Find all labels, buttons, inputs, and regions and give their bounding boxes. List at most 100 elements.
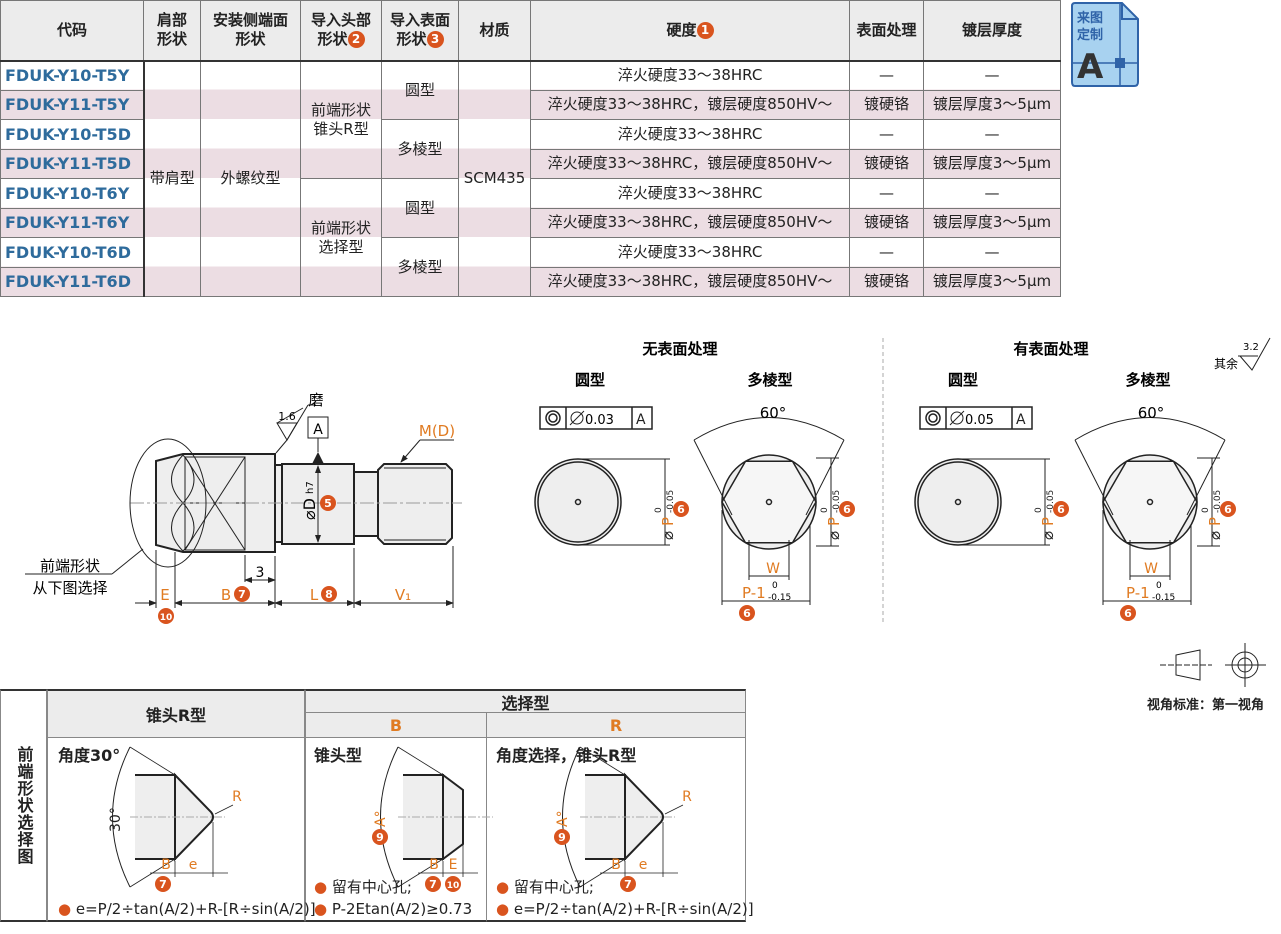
svg-text:⌀: ⌀ bbox=[1039, 531, 1057, 540]
runout-frame bbox=[539, 406, 653, 430]
selection-side-title: 前端形状选择图 bbox=[0, 689, 47, 922]
hardness-cell: 淬火硬度33～38HRC bbox=[530, 178, 850, 209]
dim-B: B bbox=[221, 586, 231, 604]
note-badge: 3 bbox=[426, 31, 444, 49]
rest-roughness-label: 其余 bbox=[1214, 356, 1238, 371]
p1-label: P-1 bbox=[1126, 584, 1150, 602]
badge-letter: A bbox=[1077, 47, 1104, 87]
dim-B-label: B bbox=[611, 857, 621, 873]
plating-cell: 镀层厚度3～5μm bbox=[923, 266, 1061, 297]
surface-cell: 多棱型 bbox=[381, 237, 459, 297]
front-shape-note: 前端形状 bbox=[40, 557, 100, 575]
svg-text:8: 8 bbox=[325, 588, 333, 601]
p-label: P bbox=[825, 517, 843, 526]
svg-text:6: 6 bbox=[1124, 607, 1132, 620]
svg-text:⌀: ⌀ bbox=[825, 531, 843, 540]
runout-tolerance: 0.05 bbox=[965, 413, 994, 428]
plating-cell: — bbox=[923, 237, 1061, 268]
header-material: 材质 bbox=[458, 0, 531, 62]
hardness-cell: 淬火硬度33～38HRC，镀层硬度850HV～ bbox=[530, 89, 850, 120]
dim-e-label: e bbox=[639, 857, 648, 873]
center-hole-note: 留有中心孔; bbox=[513, 878, 594, 896]
svg-text:7: 7 bbox=[238, 588, 246, 601]
p-label: P bbox=[1039, 517, 1057, 526]
custom-drawing-badge[interactable]: 来图 定制 A bbox=[1070, 2, 1142, 88]
code-cell[interactable]: FDUK-Y11-T5Y bbox=[0, 89, 145, 120]
svg-text:-0.05: -0.05 bbox=[832, 490, 842, 513]
plating-cell: 镀层厚度3～5μm bbox=[923, 148, 1061, 179]
treatment-cell: 镀硬铬 bbox=[849, 266, 924, 297]
badge-text: 来图 bbox=[1076, 10, 1103, 26]
code-cell[interactable]: FDUK-Y10-T5D bbox=[0, 119, 145, 150]
hardness-cell: 淬火硬度33～38HRC，镀层硬度850HV～ bbox=[530, 207, 850, 238]
formula-note: e=P/2÷tan(A/2)+R-[R÷sin(A/2)] bbox=[513, 900, 754, 918]
view-subtitle: 多棱型 bbox=[747, 371, 792, 389]
w-label: W bbox=[1144, 561, 1158, 577]
header-mount: 安装侧端面 形状 bbox=[200, 0, 301, 62]
svg-text:6: 6 bbox=[677, 503, 685, 516]
svg-text:⌀: ⌀ bbox=[659, 531, 677, 540]
dim-B-label: B bbox=[429, 857, 439, 873]
code-cell[interactable]: FDUK-Y11-T6D bbox=[0, 266, 145, 297]
svg-text:-0.05: -0.05 bbox=[666, 490, 676, 513]
col-select-group: 选择型 bbox=[305, 689, 746, 713]
svg-text:6: 6 bbox=[743, 607, 751, 620]
svg-text:10: 10 bbox=[447, 881, 460, 891]
cell-title: 角度30° bbox=[58, 746, 121, 765]
svg-text:⌀: ⌀ bbox=[1206, 531, 1224, 540]
part-drawing: 磨 1.6 A M(D) ⌀Dh7 前端形状 从下图选择 3 E B L V₁ … bbox=[25, 337, 1271, 687]
tol-low: -0.15 bbox=[768, 593, 791, 603]
treatment-cell: — bbox=[849, 178, 924, 209]
svg-text:0: 0 bbox=[654, 507, 664, 513]
formula-note: P-2Etan(A/2)≥0.73 bbox=[331, 900, 473, 918]
surface-cell: 圆型 bbox=[381, 178, 459, 238]
header-plating: 镀层厚度 bbox=[923, 0, 1061, 62]
code-cell[interactable]: FDUK-Y10-T6D bbox=[0, 237, 145, 268]
dim-E: E bbox=[160, 586, 169, 604]
dim-B-label: B bbox=[161, 857, 171, 873]
table-row: FDUK-Y11-T6Y 淬火硬度33～38HRC，镀层硬度850HV～ 镀硬铬… bbox=[0, 207, 1061, 238]
runout-tolerance: 0.03 bbox=[585, 413, 614, 428]
code-cell[interactable]: FDUK-Y11-T6Y bbox=[0, 207, 145, 238]
view-title: 无表面处理 bbox=[641, 340, 717, 358]
svg-text:7: 7 bbox=[429, 878, 437, 891]
svg-text:7: 7 bbox=[624, 878, 632, 891]
svg-text:-0.05: -0.05 bbox=[1046, 490, 1056, 513]
roughness-value: 1.6 bbox=[278, 410, 296, 423]
table-row: FDUK-Y10-T5D 多棱型 淬火硬度33～38HRC — — bbox=[0, 119, 1061, 179]
cell-title: 锥头型 bbox=[314, 746, 363, 765]
tol-up: 0 bbox=[1156, 581, 1162, 591]
code-cell[interactable]: FDUK-Y10-T6Y bbox=[0, 178, 145, 209]
dim-3: 3 bbox=[256, 565, 265, 581]
thread-label: M(D) bbox=[419, 422, 455, 440]
note-badge: 1 bbox=[696, 21, 714, 39]
projection-label: 视角标准：第一视角 bbox=[1147, 698, 1265, 713]
col-R: R bbox=[486, 712, 746, 738]
dim-e-label: e bbox=[189, 857, 198, 873]
svg-text:0: 0 bbox=[1201, 507, 1211, 513]
col-B: B bbox=[305, 712, 487, 738]
svg-text:0: 0 bbox=[820, 507, 830, 513]
p1-label: P-1 bbox=[742, 584, 766, 602]
tol-low: -0.15 bbox=[1152, 593, 1175, 603]
p-label: P bbox=[659, 517, 677, 526]
note-badge: 2 bbox=[347, 31, 365, 49]
view-title: 有表面处理 bbox=[1013, 340, 1088, 358]
hardness-cell: 淬火硬度33～38HRC，镀层硬度850HV～ bbox=[530, 266, 850, 297]
svg-text:7: 7 bbox=[159, 878, 167, 891]
code-cell[interactable]: FDUK-Y10-T5Y bbox=[0, 60, 145, 91]
table-row: FDUK-Y10-T6Y 前端形状 选择型 圆型 淬火硬度33～38HRC — … bbox=[0, 178, 1061, 297]
code-cell[interactable]: FDUK-Y11-T5D bbox=[0, 148, 145, 179]
dim-E-label: E bbox=[449, 857, 458, 873]
hardness-cell: 淬火硬度33～38HRC bbox=[530, 119, 850, 150]
round-section bbox=[914, 458, 1002, 546]
header-treatment: 表面处理 bbox=[849, 0, 924, 62]
svg-text:-0.05: -0.05 bbox=[1213, 490, 1223, 513]
datum-ref: A bbox=[636, 412, 646, 428]
angle-30-label: 30° bbox=[108, 807, 124, 832]
